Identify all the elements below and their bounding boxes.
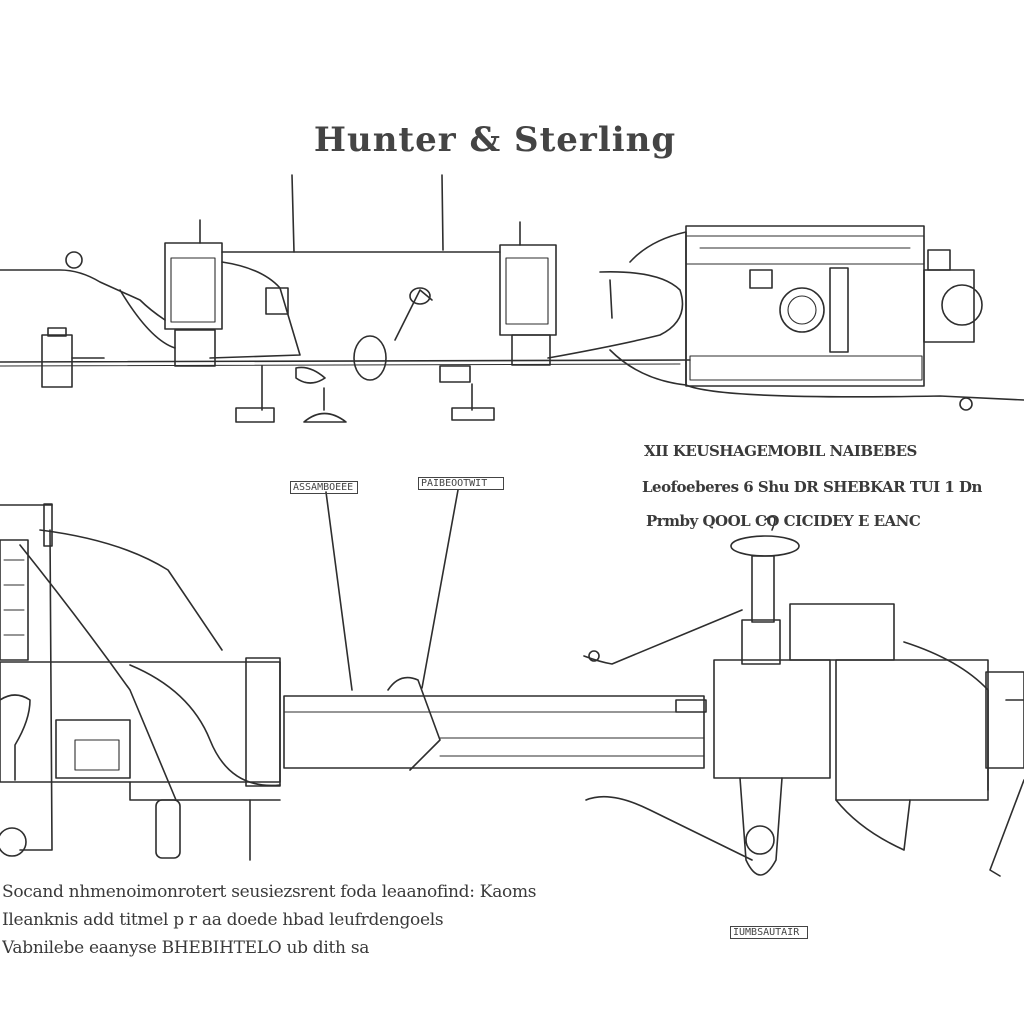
title-leader-right: [441, 174, 444, 251]
cabinet-nose: [609, 231, 687, 386]
bottom-assembly: [0, 489, 1024, 877]
frame-diagonal-cable: [19, 544, 177, 801]
right-chamber-cable: [547, 271, 684, 359]
middle-block: [439, 365, 471, 383]
cabinet-bottom-rail: [689, 355, 923, 381]
note-line-3: Prmby QOOL CO CICIDEY E EANC: [646, 512, 921, 530]
engine-cowl: [129, 664, 281, 787]
left-funnel: [209, 261, 301, 359]
left-funnel-cable: [119, 289, 176, 349]
gearbox-pendant: [739, 777, 783, 876]
callout-leader-left: [325, 491, 353, 691]
title-leader-left: [291, 174, 295, 253]
gearbox-cable-top: [583, 609, 743, 665]
motor-cap: [927, 249, 951, 271]
callout-tag-right: PAIBEOOTWIT: [418, 477, 504, 490]
cabinet-body: [685, 225, 925, 387]
middle-bulb: [353, 335, 387, 381]
cabinet-foot: [959, 397, 973, 411]
callout-leader-right: [421, 489, 459, 689]
gearbox-body: [713, 659, 831, 779]
right-chamber-base: [511, 334, 551, 366]
cabinet-motor: [923, 269, 975, 343]
note-line-1: XII KEUSHAGEMOBIL NAIBEBES: [644, 442, 917, 460]
top-left-pulley: [65, 251, 83, 269]
drive-shaft-housing: [283, 695, 705, 769]
middle-cap: [295, 366, 326, 384]
frame-clamp: [0, 694, 31, 781]
left-chamber-window: [170, 257, 216, 323]
engine-block: [0, 661, 281, 783]
gearbox-cable-top-tip: [588, 650, 600, 662]
cabinet-port: [749, 269, 773, 289]
foot-3: [451, 407, 495, 421]
left-funnel-flange: [265, 287, 289, 315]
frame-wheel: [0, 827, 27, 857]
shaft-coupling: [387, 676, 441, 771]
cabinet-base-line: [685, 384, 1024, 401]
cable-drop: [609, 279, 613, 319]
gearbox-cable-bottom: [585, 795, 753, 861]
frame-arm-cable: [39, 529, 223, 651]
top-baseline-inner: [0, 363, 681, 367]
engine-leg-left: [155, 799, 181, 859]
gearbox-cable-right: [835, 799, 911, 851]
cabinet-top-rail: [685, 235, 925, 265]
callout-tag-bottom: IUMBSAUTAIR: [730, 926, 808, 939]
cabinet-column: [829, 267, 849, 353]
gearbox-pendant-gear: [745, 825, 775, 855]
middle-lever-knob: [409, 287, 431, 305]
right-chamber-window: [505, 257, 549, 325]
frame-post: [43, 503, 53, 547]
left-small-housing: [41, 334, 73, 388]
frame-vertical: [19, 529, 53, 851]
gearbox-top-disc: [730, 535, 800, 557]
top-left-cable: [0, 269, 166, 321]
top-assembly: [0, 174, 1024, 423]
gearbox-hood: [789, 603, 895, 661]
foot-2: [303, 412, 347, 423]
gearbox-side-flare: [903, 641, 989, 791]
caption-line-1: Socand nhmenoimonrotert seusiezsrent fod…: [2, 882, 537, 902]
engine-panel-window: [74, 739, 120, 771]
cabinet-dial-inner: [787, 295, 817, 325]
gearbox-knob: [764, 515, 776, 531]
caption-line-2: Ileanknis add titmel p r aa doede hbad l…: [2, 910, 444, 930]
engine-end-plate: [245, 657, 281, 787]
callout-tag-left: ASSAMBOEEE: [290, 481, 358, 494]
top-baseline: [0, 359, 691, 363]
gearbox-stand-leg: [989, 779, 1024, 877]
caption-line-3: Vabnilebe eaanyse BHEBIHTELO ub dith sa: [2, 938, 370, 958]
shaft-end-cap: [675, 699, 707, 713]
middle-lever: [394, 289, 433, 341]
frame-ladder: [0, 539, 29, 661]
engine-skid: [129, 781, 281, 801]
drawing-title: Hunter & Sterling: [313, 120, 677, 160]
foot-1: [235, 407, 275, 423]
note-line-2: Leofoeberes 6 Shu DR SHEBKAR TUI 1 Dn: [642, 478, 982, 496]
left-housing-cap: [47, 327, 67, 337]
gearbox-column: [751, 555, 775, 623]
motor-fan: [941, 284, 983, 326]
gearbox-side-case: [835, 659, 989, 801]
left-chamber: [164, 242, 223, 330]
gearbox-end: [985, 671, 1024, 769]
cabinet-dial: [779, 287, 825, 333]
engine-panel: [55, 719, 131, 779]
gearbox-tower: [741, 619, 781, 665]
